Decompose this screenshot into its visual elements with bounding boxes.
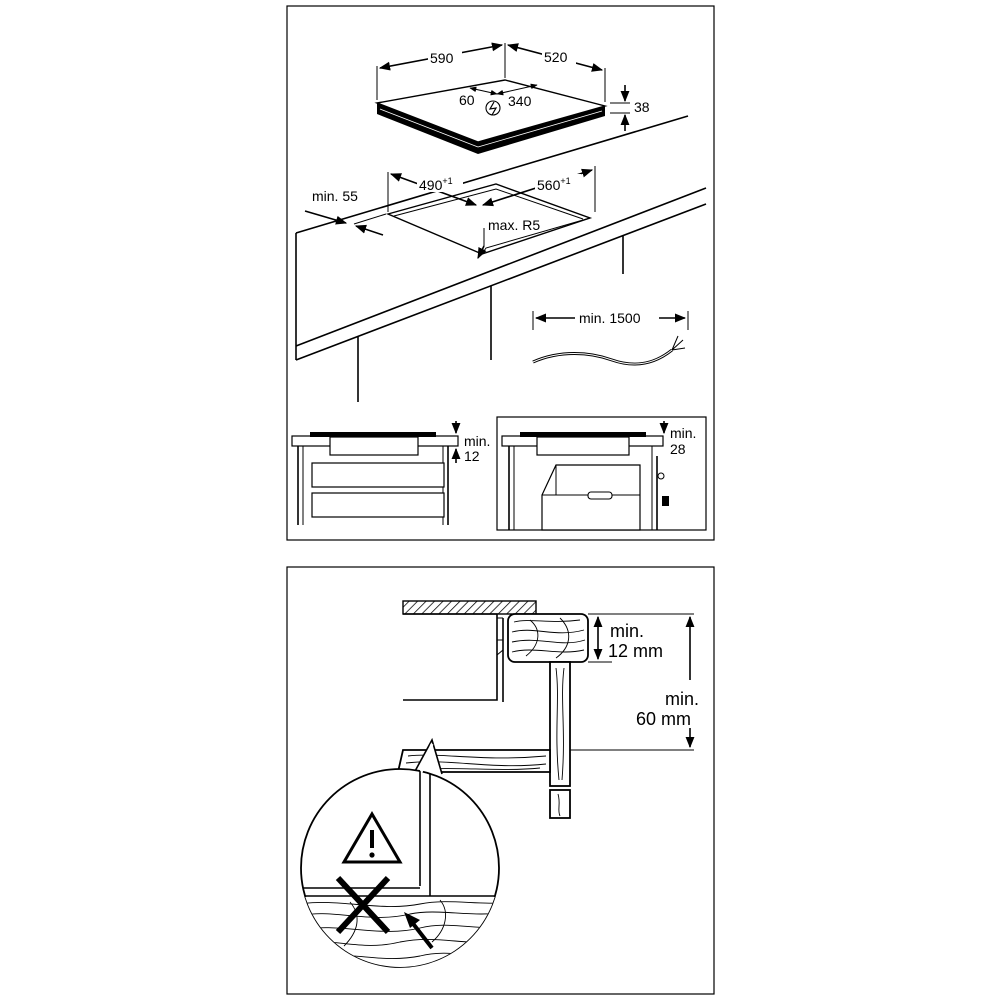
hob (374, 79, 608, 154)
hob-box-depth-label: 38 (634, 99, 650, 115)
cutout-depth-label: 560+1 (537, 176, 571, 193)
detail-magnifier (300, 737, 500, 968)
gap-height-line2: 60 mm (636, 709, 691, 729)
oven-cabinet: min. 28 (496, 416, 707, 531)
hob-cable-position-label: 340 (508, 93, 532, 109)
bottom-panel: min. 12 mm min. 60 mm (286, 566, 715, 995)
edge-distance-label: min. 55 (312, 188, 358, 204)
prohibited-cross-icon (335, 875, 391, 935)
top-panel: 590 520 60 340 38 (286, 5, 715, 541)
worktop (295, 115, 707, 402)
drawer-cabinet: min. 12 (291, 421, 490, 525)
cabinet-side-section (549, 661, 571, 819)
worktop-section (507, 613, 589, 663)
hob-width-label: 590 (430, 50, 454, 66)
cutout-width-label: 490+1 (419, 176, 453, 193)
hob-glass-section (402, 600, 537, 702)
cutout-radius-label: max. R5 (488, 217, 540, 233)
bottom-panel-frame (286, 566, 715, 995)
hob-offset-label: 60 (459, 92, 475, 108)
power-cable: min. 1500 (532, 309, 689, 366)
arrow-icon (404, 912, 434, 950)
oven-clearance-line2: 28 (670, 441, 686, 457)
top-panel-frame (286, 5, 715, 541)
oven-clearance-line1: min. (670, 425, 696, 441)
cable-length-label: min. 1500 (579, 310, 641, 326)
warning-triangle-icon (341, 811, 403, 864)
gap-height-line1: min. (665, 689, 699, 709)
hob-depth-label: 520 (544, 49, 568, 65)
drawer-clearance-line2: 12 (464, 448, 480, 464)
drawer-clearance-line1: min. (464, 433, 490, 449)
worktop-thickness-line1: min. (610, 621, 644, 641)
worktop-thickness-line2: 12 mm (608, 641, 663, 661)
